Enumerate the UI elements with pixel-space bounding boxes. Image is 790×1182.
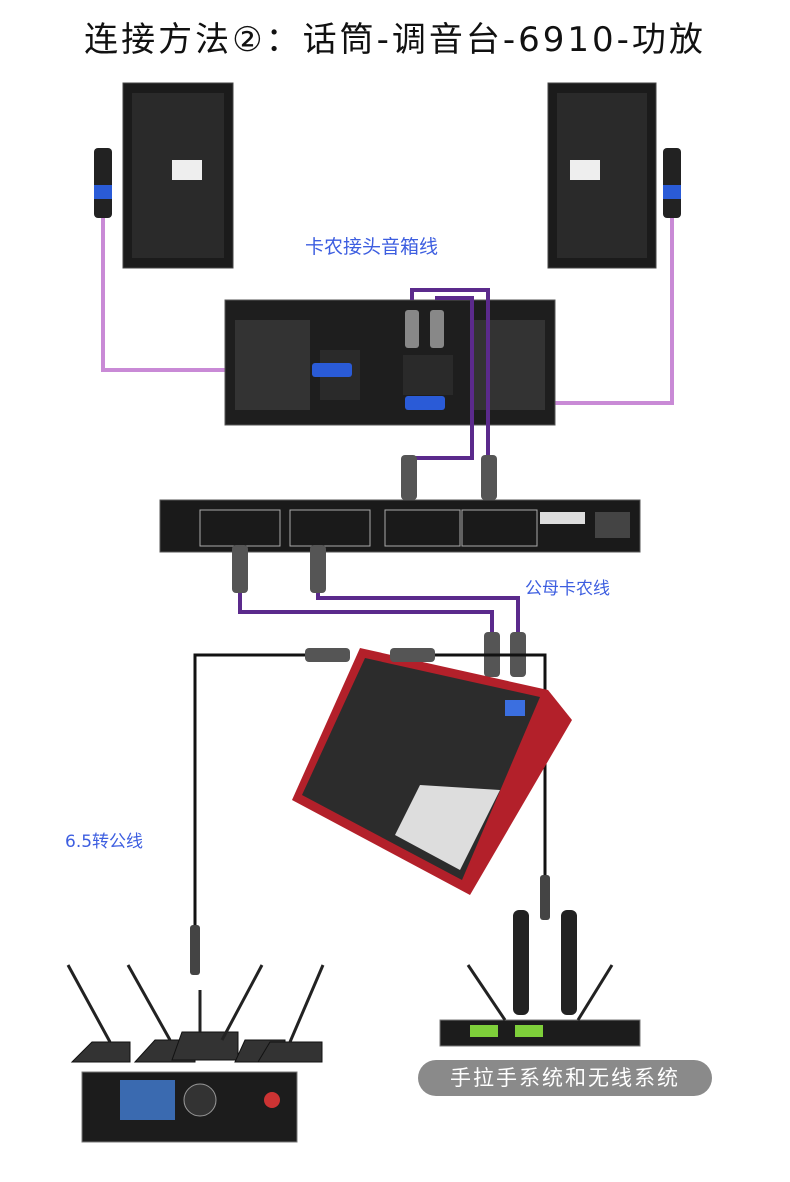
speaker-right: [547, 82, 657, 269]
xlr-cable-amp: [410, 288, 490, 462]
speakon-plugs-amp: [312, 310, 445, 410]
systems-label: 手拉手系统和无线系统: [418, 1060, 712, 1096]
processor-6910: [159, 499, 641, 553]
xlr-cable-mixer: [238, 585, 520, 640]
conference-system: [66, 964, 325, 1143]
page-title: 连接方法②：话筒-调音台-6910-功放: [84, 20, 706, 60]
xlr-plugs-processor-in: [401, 455, 497, 500]
xlr-plugs-mixer: [305, 648, 435, 662]
speakon-connector-left: [94, 148, 112, 218]
jack-cable-label: 6.5转公线: [65, 832, 144, 852]
jack-plugs: [190, 875, 550, 975]
speaker-left: [122, 82, 234, 269]
xlr-cable-label: 公母卡农线: [525, 579, 610, 599]
jack-cable: [193, 653, 547, 925]
speaker-cable-label: 卡农接头音箱线: [305, 236, 439, 258]
mixer: [292, 648, 572, 895]
wireless-receiver: [439, 910, 641, 1047]
power-amplifier: [224, 299, 556, 426]
speakon-connector-right: [663, 148, 681, 218]
